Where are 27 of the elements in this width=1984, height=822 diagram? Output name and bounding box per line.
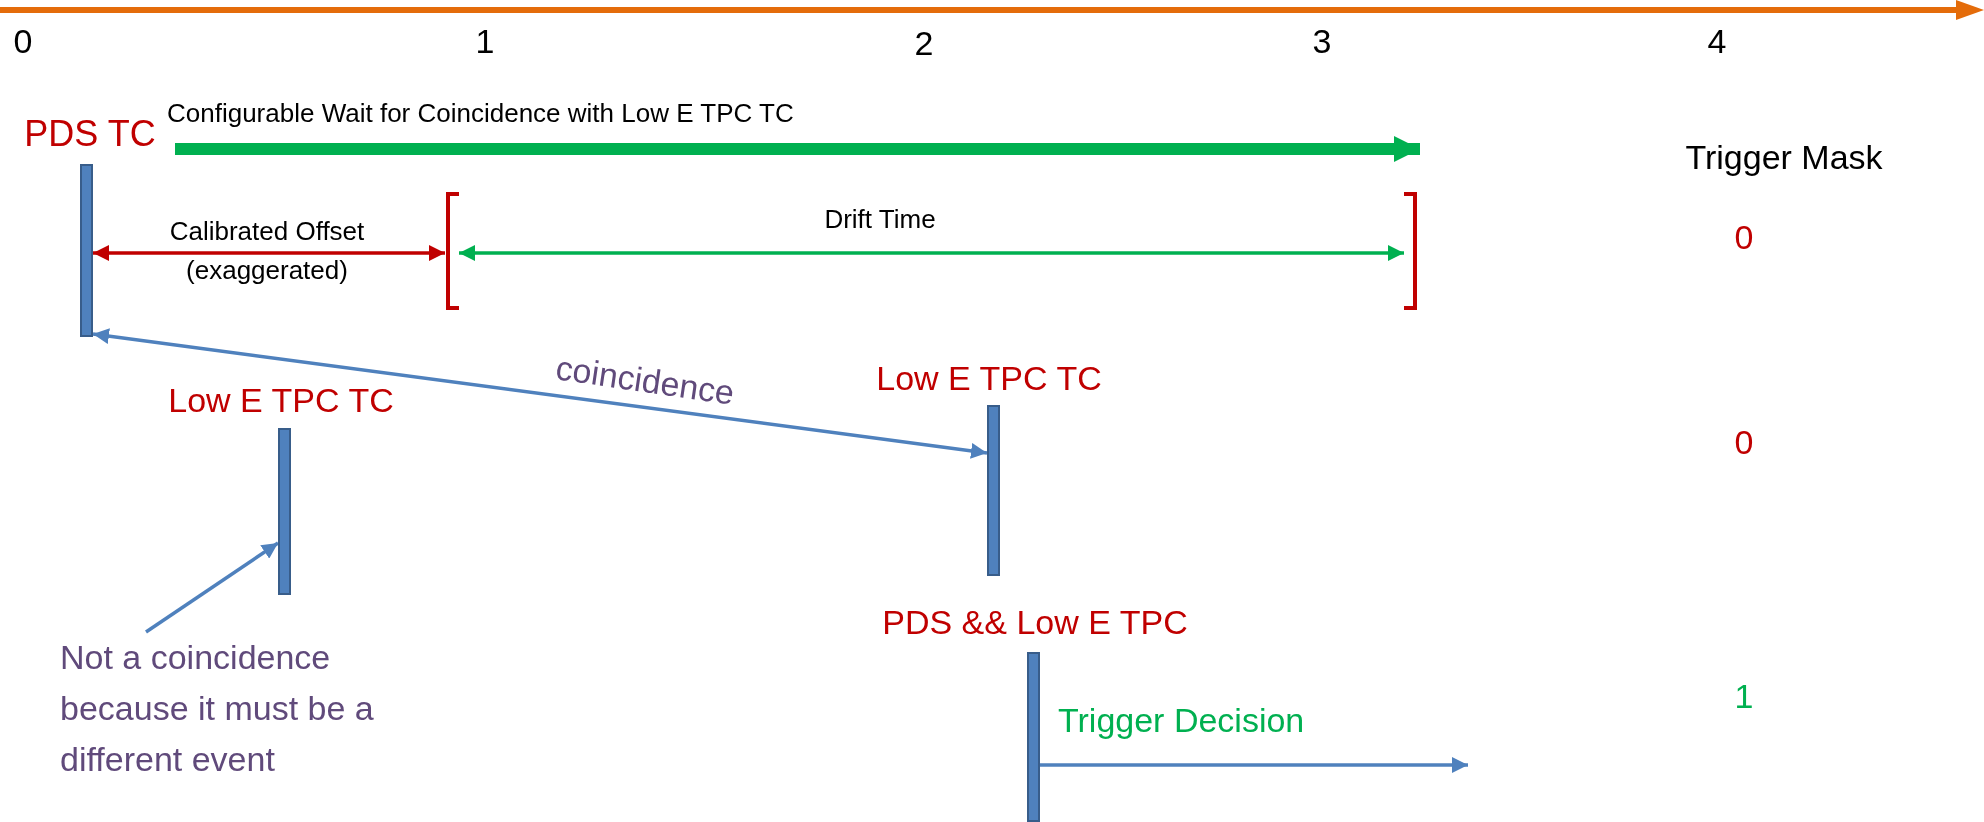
tick-label: 4 <box>1706 22 1728 61</box>
mask-value: 1 <box>1733 677 1755 716</box>
bracket-mark <box>445 192 459 310</box>
edge-label: Configurable Wait for Coincidence with Low E TPC TC <box>167 98 795 130</box>
edge-label: Trigger Decision <box>1058 700 1306 741</box>
event-label: Low E TPC TC <box>875 358 1103 399</box>
arrow <box>93 245 445 261</box>
column-heading: Trigger Mask <box>1684 138 1884 177</box>
tick-label: 2 <box>913 24 935 63</box>
event-label: PDS && Low E TPC <box>881 602 1189 643</box>
arrow <box>1040 757 1468 773</box>
mask-value: 0 <box>1733 423 1755 462</box>
event-label: PDS TC <box>23 112 157 156</box>
edge-label: Drift Time <box>823 204 937 236</box>
tick-label: 3 <box>1311 22 1333 61</box>
arrow <box>145 541 279 634</box>
arrow <box>459 245 1404 261</box>
edge-label: Calibrated Offset (exaggerated) <box>168 215 366 287</box>
tick-label: 0 <box>12 22 34 61</box>
bracket-mark <box>1404 192 1418 310</box>
arrow <box>175 136 1420 162</box>
note-text: Not a coincidence because it must be a different event <box>60 632 450 785</box>
event-label: Low E TPC TC <box>167 380 395 421</box>
tick-label: 1 <box>474 22 496 61</box>
arrow <box>92 328 988 459</box>
mask-value: 0 <box>1733 218 1755 257</box>
edge-label: coincidence <box>552 347 738 414</box>
